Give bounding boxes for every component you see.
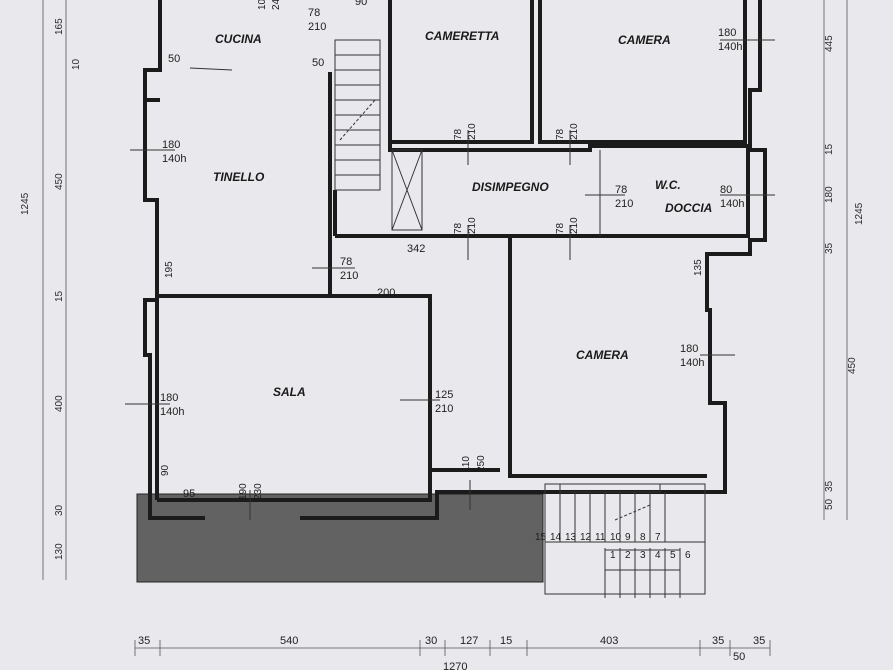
stair-upper-13: 13 — [565, 532, 577, 543]
right-dim-180: 180 — [824, 186, 835, 203]
stair-upper-11: 11 — [595, 532, 606, 543]
right-dim-450: 450 — [847, 357, 858, 374]
dim-stair-door-w: 78 — [308, 7, 320, 19]
dim-tinello-door-w: 78 — [340, 256, 352, 268]
dimension-guides — [42, 0, 848, 656]
stair-lower-4: 4 — [655, 550, 661, 561]
room-tinello: TINELLO — [213, 170, 265, 184]
dim-disimpegno-door1-w: 78 — [453, 222, 464, 234]
stair-upper-9: 9 — [625, 532, 631, 543]
dim-camera-r-win-h: 140h — [680, 357, 704, 369]
dim-sala-95: 95 — [183, 488, 195, 500]
staircase-top — [334, 39, 423, 231]
stair-upper-14: 14 — [550, 532, 562, 543]
dim-sala-win-w: 180 — [160, 392, 178, 404]
left-dim-15: 15 — [54, 290, 65, 302]
room-wc: W.C. — [655, 178, 681, 192]
stair-upper-8: 8 — [640, 532, 646, 543]
bottom-dim-403: 403 — [600, 635, 618, 647]
dim-cameretta-door-w: 78 — [453, 128, 464, 140]
dim-camera-r-win-w: 180 — [680, 343, 698, 355]
left-dim-165: 165 — [54, 18, 65, 35]
dim-cucina-50-left: 50 — [168, 53, 180, 65]
room-camera-right: CAMERA — [576, 348, 629, 362]
right-dim-total: 1245 — [854, 202, 865, 225]
dim-stair-90: 90 — [355, 0, 367, 8]
stair-upper-12: 12 — [580, 532, 592, 543]
terrace-area — [137, 494, 543, 582]
right-dim-445: 445 — [824, 35, 835, 52]
left-dim-10: 10 — [71, 58, 82, 70]
bottom-dim-35c: 35 — [753, 635, 765, 647]
dim-cucina-24: 24 — [271, 0, 282, 10]
left-dim-450: 450 — [54, 173, 65, 190]
room-doccia: DOCCIA — [665, 201, 712, 215]
bottom-dim-35b: 35 — [712, 635, 724, 647]
right-dim-35: 35 — [824, 242, 835, 254]
room-cucina: CUCINA — [215, 32, 262, 46]
dim-tinello-195: 195 — [164, 261, 175, 278]
dim-sala-door-w: 125 — [435, 389, 453, 401]
stair-lower-2: 2 — [625, 550, 631, 561]
dim-wc-door-h: 210 — [615, 198, 633, 210]
staircase-bottom: 15 14 13 12 11 10 9 8 7 1 2 3 4 5 6 — [535, 483, 706, 598]
right-dim-35b: 35 — [824, 480, 835, 492]
dim-camera-door-w: 78 — [555, 128, 566, 140]
room-cameretta: CAMERETTA — [425, 29, 499, 43]
dim-wc-door-w: 78 — [615, 184, 627, 196]
dim-cameretta-door-h: 210 — [467, 123, 478, 140]
dim-tinello-win-w: 180 — [162, 139, 180, 151]
dim-camera-win-w: 180 — [718, 27, 736, 39]
dim-sala-door2-h: 230 — [253, 483, 264, 500]
dim-tinello-door-h: 210 — [340, 270, 358, 282]
right-dim-50: 50 — [824, 498, 835, 510]
dim-sala-door-h: 210 — [435, 403, 453, 415]
room-camera-top: CAMERA — [618, 33, 671, 47]
stair-upper-7: 7 — [655, 532, 661, 543]
left-dim-total: 1245 — [20, 192, 31, 215]
bottom-dim-540: 540 — [280, 635, 298, 647]
dim-disimpegno-door1-h: 210 — [467, 217, 478, 234]
dim-cucina-10: 10 — [257, 0, 268, 10]
walls — [143, 0, 767, 520]
stair-lower-5: 5 — [670, 550, 676, 561]
dim-disimpegno-door2-h: 210 — [569, 217, 580, 234]
stair-upper-10: 10 — [610, 532, 622, 543]
bottom-dim-30: 30 — [425, 635, 437, 647]
stair-lower-3: 3 — [640, 550, 646, 561]
stair-upper-15: 15 — [535, 532, 547, 543]
dim-entry-h: 250 — [476, 455, 487, 472]
dim-disimpegno-door2-w: 78 — [555, 222, 566, 234]
right-dim-15: 15 — [824, 143, 835, 155]
dim-sala-win-h: 140h — [160, 406, 184, 418]
dim-sala-door2-w: 190 — [238, 483, 249, 500]
room-disimpegno: DISIMPEGNO — [472, 180, 549, 194]
left-dim-130: 130 — [54, 543, 65, 560]
dim-cucina-50-right: 50 — [312, 57, 324, 69]
stair-lower-6: 6 — [685, 550, 691, 561]
bottom-dim-35a: 35 — [138, 635, 150, 647]
dim-doccia-win-w: 80 — [720, 184, 732, 196]
dim-camera-135: 135 — [693, 259, 704, 276]
bottom-dim-15: 15 — [500, 635, 512, 647]
stair-lower-1: 1 — [610, 550, 616, 561]
bottom-dim-127: 127 — [460, 635, 478, 647]
left-dim-400: 400 — [54, 395, 65, 412]
dim-corridor-342: 342 — [407, 243, 425, 255]
dim-camera-door-h: 210 — [569, 123, 580, 140]
dim-doccia-win-h: 140h — [720, 198, 744, 210]
dim-stair-door-h: 210 — [308, 21, 326, 33]
dim-tinello-win-h: 140h — [162, 153, 186, 165]
left-dim-30: 30 — [54, 504, 65, 516]
opening-markers — [125, 39, 775, 520]
dim-entry-w: 110 — [461, 456, 472, 472]
dim-hall-200: 200 — [377, 287, 395, 299]
bottom-dim-50: 50 — [733, 651, 745, 663]
room-sala: SALA — [273, 385, 306, 399]
dim-camera-win-h: 140h — [718, 41, 742, 53]
dim-sala-90: 90 — [160, 464, 171, 476]
bottom-dim-total: 1270 — [443, 661, 467, 670]
